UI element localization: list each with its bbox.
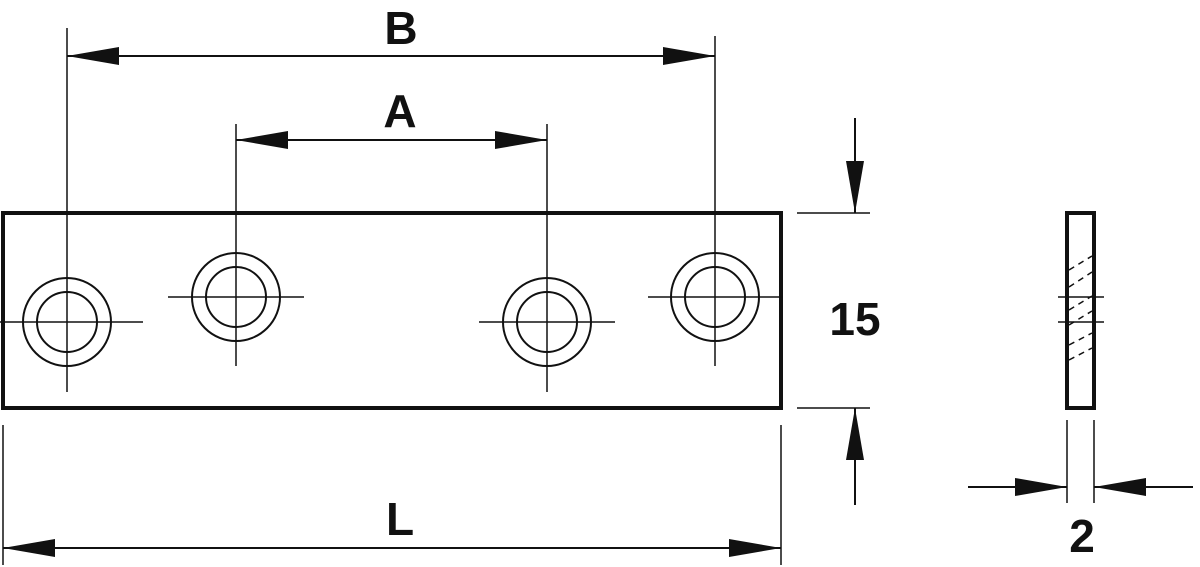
side-view-hidden-hole-5 — [1068, 332, 1093, 346]
hole-3 — [479, 255, 615, 392]
dimension-a-arrow-right — [495, 131, 547, 149]
dimension-a-label: A — [383, 85, 416, 137]
dimension-l-arrow-left — [3, 539, 55, 557]
side-view — [1058, 211, 1104, 410]
hole-2 — [168, 230, 304, 366]
dimension-a-arrow-left — [236, 131, 288, 149]
dimension-thickness-arrow-left — [1015, 478, 1067, 496]
dimension-b-label: B — [384, 2, 417, 54]
dimension-b: B — [66, 2, 716, 250]
dimension-b-arrow-left — [67, 47, 119, 65]
side-view-hidden-hole-2 — [1068, 271, 1093, 288]
dimension-width-label: 15 — [829, 293, 880, 345]
dimension-thickness-arrow-right — [1094, 478, 1146, 496]
dimension-thickness: 2 — [968, 420, 1193, 562]
dimension-width: 15 — [797, 118, 881, 505]
side-view-hidden-hole-4 — [1068, 310, 1093, 326]
dimension-b-arrow-right — [663, 47, 715, 65]
hole-4 — [648, 230, 783, 366]
dimension-width-arrow-top — [846, 161, 864, 213]
hole-1 — [0, 250, 143, 392]
dimension-l-arrow-right — [729, 539, 781, 557]
side-view-outline — [1065, 211, 1096, 410]
side-view-hidden-hole-1 — [1068, 255, 1093, 271]
dimension-l: L — [2, 425, 782, 565]
dimension-width-arrow-bottom — [846, 408, 864, 460]
dimension-a: A — [235, 85, 548, 255]
dimension-l-label: L — [386, 493, 414, 545]
dimension-thickness-label: 2 — [1069, 510, 1095, 562]
front-view — [0, 211, 783, 410]
side-view-hidden-hole-3 — [1068, 295, 1093, 311]
side-view-hidden-hole-6 — [1068, 347, 1093, 361]
plate-outline — [1, 211, 783, 410]
